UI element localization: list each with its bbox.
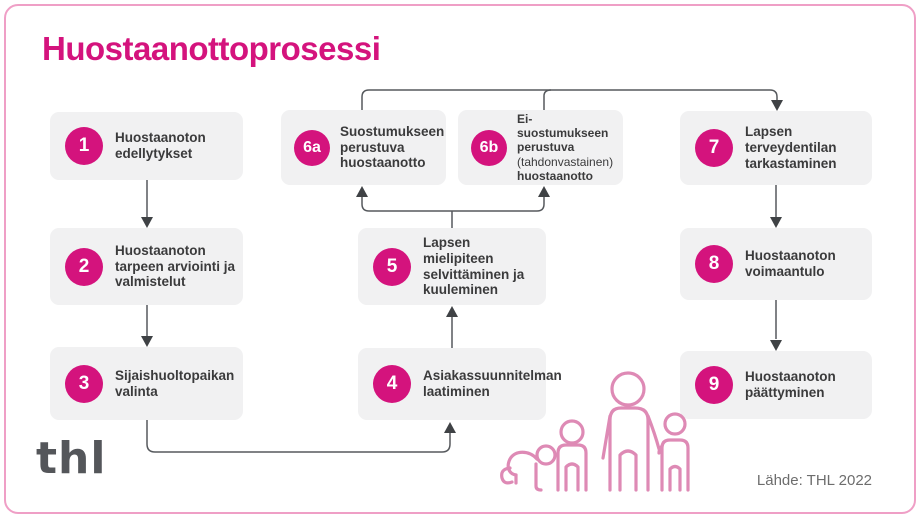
step-box-2: 2 Huostaanoton tarpeen arviointi ja valm…	[50, 228, 243, 305]
step-number-badge: 6a	[294, 129, 330, 166]
step-box-6b: 6b Ei-suostumukseen perustuva (tahdonvas…	[458, 110, 623, 185]
step-label-bold-part: huostaanotto	[517, 168, 593, 183]
step-number-badge: 5	[373, 247, 411, 286]
step-label-normal-part: (tahdonvastainen)	[517, 154, 614, 169]
step-label: Huostaanoton tarpeen arviointi ja valmis…	[115, 242, 236, 290]
step-box-3: 3 Sijaishuoltopaikan valinta	[50, 347, 243, 420]
step-box-7: 7 Lapsen terveydentilan tarkastaminen	[680, 111, 872, 185]
step-box-8: 8 Huostaanoton voimaantulo	[680, 228, 872, 300]
step-number-badge: 6b	[471, 129, 507, 166]
step-label: Asiakassuunnitelman laatiminen	[423, 368, 562, 399]
step-number-badge: 2	[65, 247, 103, 286]
step-label: Ei-suostumukseen perustuva (tahdonvastai…	[517, 112, 621, 183]
step-number-badge: 8	[695, 245, 733, 283]
step-box-1: 1 Huostaanoton edellytykset	[50, 112, 243, 180]
step-box-6a: 6a Suostumukseen perustuva huostaanotto	[281, 110, 446, 185]
step-number-badge: 1	[65, 127, 103, 165]
step-number-badge: 7	[695, 129, 733, 167]
step-number-badge: 4	[373, 365, 411, 403]
page-title: Huostaanottoprosessi	[42, 30, 381, 67]
step-label-bold-part: Ei-suostumukseen perustuva	[517, 112, 609, 155]
step-box-5: 5 Lapsen mielipiteen selvittäminen ja ku…	[358, 228, 546, 305]
thl-logo: thl	[36, 433, 107, 484]
step-label: Huostaanoton edellytykset	[115, 130, 206, 161]
step-number-badge: 9	[695, 366, 733, 404]
source-credit: Lähde: THL 2022	[756, 472, 872, 489]
step-label: Lapsen mielipiteen selvittäminen ja kuul…	[423, 234, 525, 298]
step-label: Huostaanoton voimaantulo	[745, 248, 836, 279]
step-number-badge: 3	[65, 364, 103, 403]
step-label: Suostumukseen perustuva huostaanotto	[340, 123, 445, 171]
step-label: Huostaanoton päättyminen	[745, 369, 836, 400]
step-box-4: 4 Asiakassuunnitelman laatiminen	[358, 348, 562, 420]
step-label: Lapsen terveydentilan tarkastaminen	[745, 124, 837, 171]
step-box-9: 9 Huostaanoton päättyminen	[680, 351, 872, 419]
step-label: Sijaishuoltopaikan valinta	[115, 367, 235, 399]
